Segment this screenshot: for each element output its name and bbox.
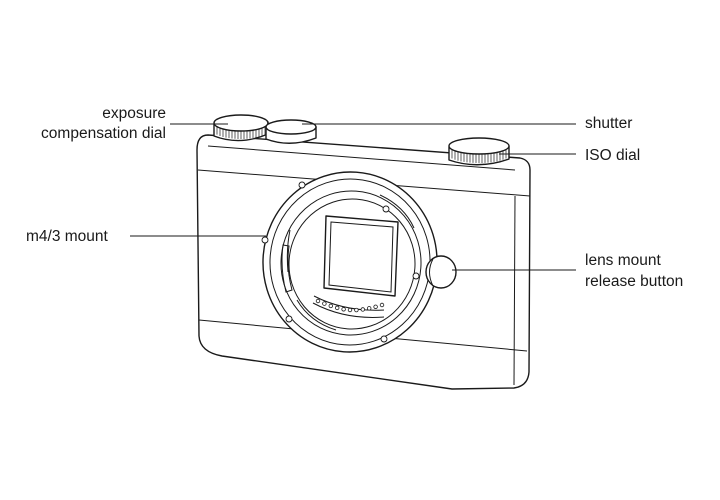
mount-screw bbox=[382, 205, 390, 213]
contact-pin bbox=[315, 298, 321, 304]
contact-pin bbox=[354, 307, 359, 313]
contact-pin bbox=[335, 305, 340, 311]
contact-pin bbox=[373, 304, 378, 309]
label-shutter: shutter bbox=[585, 115, 632, 132]
contact-pin bbox=[379, 302, 385, 308]
image-sensor bbox=[323, 215, 399, 297]
contact-pin bbox=[328, 303, 333, 309]
exposure-compensation-dial[interactable] bbox=[213, 114, 269, 142]
label-m43-mount: m4/3 mount bbox=[26, 228, 109, 245]
leader-lines bbox=[130, 123, 576, 271]
label-exposure-line1: exposure bbox=[102, 105, 166, 122]
contact-pin bbox=[341, 307, 346, 312]
mount-screw bbox=[412, 272, 420, 280]
contact-pin bbox=[367, 306, 372, 311]
labels: exposure compensation dial shutter ISO d… bbox=[26, 105, 683, 290]
contact-pin bbox=[347, 307, 353, 313]
label-exposure-line2: compensation dial bbox=[41, 125, 166, 142]
mount-screw bbox=[380, 335, 388, 343]
mount-contacts bbox=[312, 295, 385, 318]
lens-release-button[interactable] bbox=[425, 255, 457, 289]
label-iso-dial: ISO dial bbox=[585, 147, 640, 164]
label-release-line2: release button bbox=[585, 273, 683, 290]
mount-screw bbox=[298, 181, 306, 189]
mount-screw bbox=[261, 236, 269, 244]
iso-dial[interactable] bbox=[448, 137, 510, 166]
label-release-line1: lens mount bbox=[585, 252, 662, 269]
contact-pin bbox=[360, 307, 365, 312]
contact-pin bbox=[322, 301, 327, 306]
mount-screw bbox=[285, 315, 293, 323]
mount-screws bbox=[261, 181, 420, 343]
